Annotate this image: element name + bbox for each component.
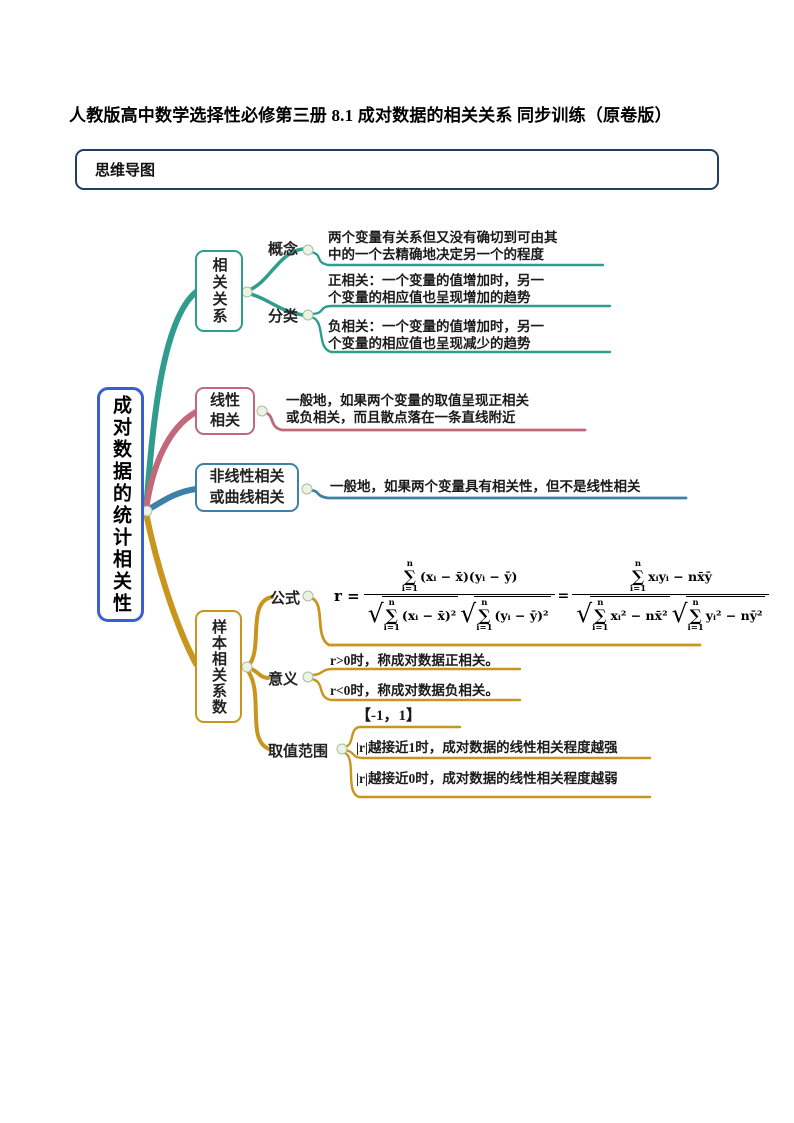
fraction-bar [363, 594, 555, 595]
leaf-meaning-negative: r<0时，称成对数据负相关。 [330, 683, 499, 698]
sqrt-term: √ n ∑ i=1 (yᵢ − ȳ)² [460, 596, 551, 633]
branch-curve-concept [245, 247, 305, 293]
branch-curve-range [246, 669, 271, 751]
node-linear-line2: 相关 [209, 413, 240, 429]
formula-fraction-1: n ∑ i=1 (xᵢ − x̄)(yᵢ − ȳ) √ n ∑ [363, 559, 555, 632]
fraction1-denominator: √ n ∑ i=1 (xᵢ − x̄)² √ [364, 596, 555, 632]
sum-symbol: n ∑ i=1 [401, 559, 419, 594]
leaf-linear-line1: 一般地，如果两个变量的取值呈现正相关 [286, 393, 529, 408]
sqrt-term: √ n ∑ i=1 (xᵢ − x̄)² [367, 596, 459, 633]
underline-negative [309, 315, 612, 354]
leaf-negative-text: 负相关：一个变量的值增加时，另一 个变量的相应值也呈现减少的趋势 [328, 318, 544, 352]
label-concept: 概念 [268, 242, 299, 258]
underline-nonlinear [307, 488, 688, 500]
node-linear: 线性 相关 [195, 387, 255, 435]
underline-meaning-pos [309, 667, 522, 677]
fraction2-denominator: √ n ∑ i=1 xᵢ² − nx̄² √ [572, 596, 768, 632]
sqrt-term: √ n ∑ i=1 xᵢ² − nx̄² [576, 596, 670, 633]
fraction1-numerator: n ∑ i=1 (xᵢ − x̄)(yᵢ − ȳ) [401, 559, 518, 594]
node-sample-coefficient: 样本相关系数 [195, 610, 242, 723]
leaf-concept-line1: 两个变量有关系但又没有确切到可由其 [328, 230, 558, 245]
node-connector-dots [141, 244, 348, 755]
leaf-linear-text: 一般地，如果两个变量的取值呈现正相关 或负相关，而且散点落在一条直线附近 [286, 392, 529, 426]
document-title: 人教版高中数学选择性必修第三册 8.1 成对数据的相关关系 同步训练（原卷版） [69, 106, 672, 125]
leaf-range-weak: |r|越接近0时，成对数据的线性相关程度越弱 [356, 771, 618, 786]
label-range: 取值范围 [268, 744, 329, 760]
branch-curve-formula [246, 595, 274, 668]
leaf-concept-line2: 中的一个去精确地决定另一个的程度 [328, 247, 544, 262]
node-nonlinear: 非线性相关 或曲线相关 [195, 463, 299, 512]
branch-curve-sample [143, 510, 199, 667]
sum-symbol: n ∑ i=1 [592, 598, 609, 633]
leaf-meaning-positive: r>0时，称成对数据正相关。 [330, 653, 499, 668]
leaf-nonlinear-text: 一般地，如果两个变量具有相关性，但不是线性相关 [330, 479, 641, 494]
section-label: 思维导图 [95, 163, 156, 179]
underline-formula [309, 596, 702, 647]
node-nonlinear-line2: 或曲线相关 [209, 489, 285, 506]
formula-equals: = [557, 588, 570, 604]
underline-positive [309, 304, 612, 316]
formula-correlation-coefficient: r = n ∑ i=1 (xᵢ − x̄)(yᵢ − ȳ) √ [334, 560, 769, 632]
label-formula: 公式 [270, 591, 301, 607]
branch-curve-classification [245, 291, 305, 317]
underline-meaning-neg [309, 677, 522, 702]
sum-symbol: n ∑ i=1 [476, 598, 493, 633]
fraction-bar [572, 594, 769, 595]
underline-concept [309, 250, 605, 267]
sqrt-term: √ n ∑ i=1 yᵢ² − nȳ² [671, 596, 765, 633]
branch-curve-nonlinear [143, 486, 199, 514]
fraction2-numerator: n ∑ i=1 xᵢyᵢ − nx̄ȳ [629, 559, 712, 594]
leaf-positive-line1: 正相关：一个变量的值增加时，另一 [328, 273, 544, 288]
node-linear-line1: 线性 [209, 393, 240, 409]
sum-symbol: n ∑ i=1 [383, 598, 400, 633]
sum-symbol: n ∑ i=1 [629, 559, 647, 594]
leaf-negative-line2: 个变量的相应值也呈现减少的趋势 [328, 336, 531, 351]
leaf-negative-line1: 负相关：一个变量的值增加时，另一 [328, 319, 544, 334]
leaf-range-strong: |r|越接近1时，成对数据的线性相关程度越强 [356, 740, 618, 755]
leaf-positive-line2: 个变量的相应值也呈现增加的趋势 [328, 290, 531, 305]
label-classification: 分类 [268, 309, 299, 325]
sum-symbol: n ∑ i=1 [687, 598, 704, 633]
leaf-positive-text: 正相关：一个变量的值增加时，另一 个变量的相应值也呈现增加的趋势 [328, 272, 544, 306]
branch-curve-correlation [143, 289, 199, 513]
leaf-range-interval: 【-1，1】 [356, 708, 421, 724]
formula-lhs: r = [334, 587, 360, 605]
formula-fraction-2: n ∑ i=1 xᵢyᵢ − nx̄ȳ √ n ∑ i=1 [572, 559, 769, 632]
node-correlation: 相关关系 [195, 250, 243, 332]
section-header-box: 思维导图 [75, 149, 719, 190]
underline-range-weak [341, 750, 652, 799]
leaf-linear-line2: 或负相关，而且散点落在一条直线附近 [286, 410, 516, 425]
node-nonlinear-line1: 非线性相关 [209, 468, 285, 485]
branch-curve-linear [143, 409, 199, 513]
leaf-concept-text: 两个变量有关系但又没有确切到可由其 中的一个去精确地决定另一个的程度 [328, 229, 558, 263]
label-meaning: 意义 [268, 672, 299, 688]
root-node: 成对数据的统计相关性 [97, 387, 144, 622]
